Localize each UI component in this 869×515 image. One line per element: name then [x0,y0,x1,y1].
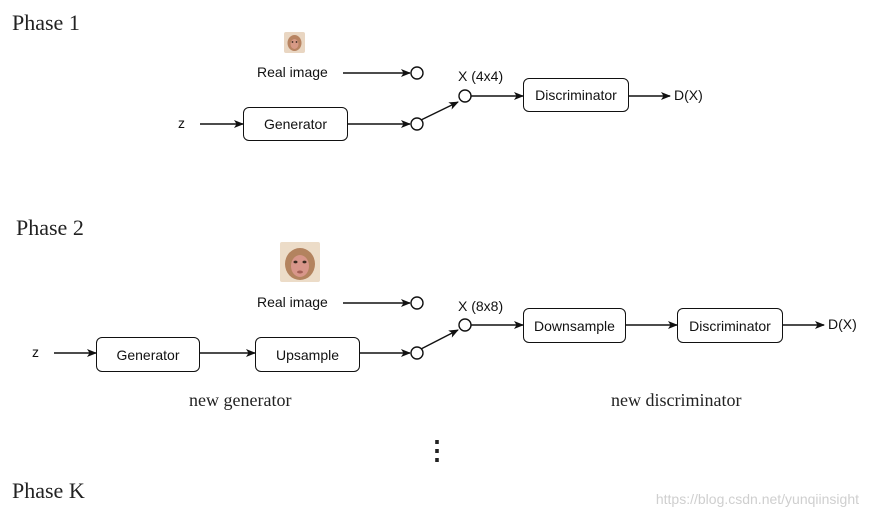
new-generator-caption: new generator [189,390,292,410]
real-image-label-p1: Real image [257,64,328,80]
downsample-label-p2: Downsample [534,317,615,334]
output-label-p1: D(X) [674,87,703,103]
real-image-thumbnail-p1 [284,32,305,53]
generator-box-p1: Generator [243,107,348,141]
switch-lever-p1 [420,101,459,121]
generator-label-p1: Generator [263,116,328,132]
z-label-p2: z [32,344,39,360]
switch-node-real-p1 [410,66,424,80]
real-image-label-p2: Real image [257,294,328,310]
switch-lever-p2 [420,329,459,350]
switch-node-fake-p1 [410,117,424,131]
switch-node-x-p2 [458,318,472,332]
switch-node-fake-p2 [410,346,424,360]
downsample-box-p2: Downsample [523,308,626,343]
discriminator-label-p1: Discriminator [535,87,617,103]
switch-node-real-p2 [410,296,424,310]
phaseK-title: Phase K [12,478,85,503]
new-discriminator-caption: new discriminator [611,390,742,410]
z-label-p1: z [178,115,185,131]
phase1-title: Phase 1 [12,10,80,35]
discriminator-box-p2: Discriminator [677,308,783,343]
upsample-box-p2: Upsample [255,337,360,372]
real-image-thumbnail-p2 [280,242,320,282]
switch-node-x-p1 [458,89,472,103]
x-label-p1: X (4x4) [458,68,504,84]
phase2-title: Phase 2 [16,215,84,240]
output-label-p2: D(X) [828,316,857,332]
generator-label-p2: Generator [116,346,180,363]
watermark-text: https://blog.csdn.net/yunqiinsight [655,491,859,507]
discriminator-box-p1: Discriminator [523,78,629,112]
discriminator-label-p2: Discriminator [689,317,771,334]
x-label-p2: X (8x8) [458,298,504,314]
generator-box-p2: Generator [96,337,200,372]
vertical-ellipsis: ⋮ [424,436,450,465]
upsample-label-p2: Upsample [275,346,340,363]
